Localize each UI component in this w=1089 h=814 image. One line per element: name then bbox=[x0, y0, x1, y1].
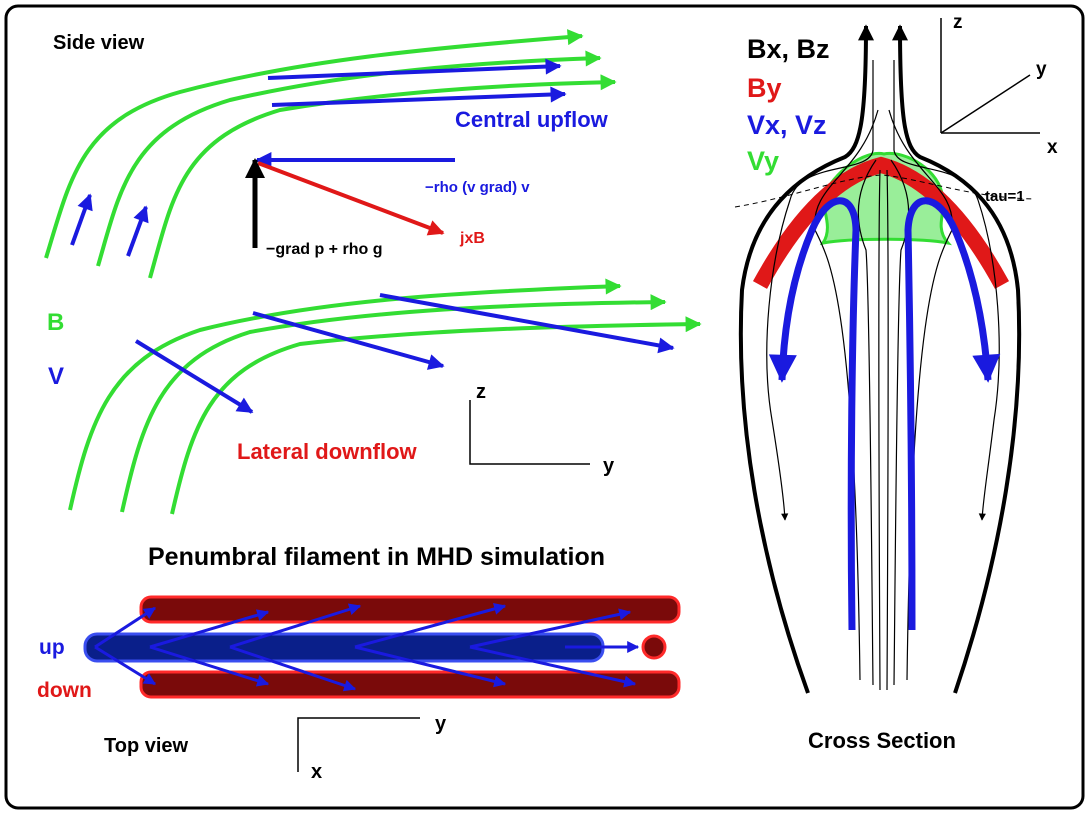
cross-axis-x-label: x bbox=[1047, 137, 1058, 158]
axes-xyz bbox=[940, 18, 1040, 134]
top-view-title: Top view bbox=[104, 735, 189, 757]
field-line bbox=[44, 29, 584, 259]
upflow-lane bbox=[83, 632, 605, 663]
cross-axis-y-label: y bbox=[1036, 59, 1047, 80]
side-view-lower bbox=[68, 278, 702, 515]
flow-arrow bbox=[469, 608, 632, 649]
axes-yx bbox=[297, 717, 420, 772]
thin-field-line bbox=[766, 60, 874, 521]
side-axis-z-label: z bbox=[476, 381, 486, 403]
flow-arrow bbox=[354, 645, 507, 688]
upflow-arrow bbox=[70, 193, 93, 246]
downflow-arrow bbox=[252, 311, 445, 370]
filament-head bbox=[641, 634, 667, 660]
cross-section-title: Cross Section bbox=[808, 728, 956, 753]
thin-field-line bbox=[890, 159, 910, 686]
vx-vz-flow bbox=[768, 197, 860, 631]
central-upflow-label: Central upflow bbox=[455, 107, 609, 132]
thin-field-line bbox=[886, 169, 889, 691]
cross-legend-by: By bbox=[747, 73, 782, 103]
flow-arrow bbox=[149, 645, 270, 687]
flow-arrow bbox=[94, 606, 157, 649]
downflow-lane-top bbox=[139, 595, 681, 624]
field-line bbox=[68, 278, 622, 511]
thin-field-line bbox=[878, 169, 881, 691]
downflow-lane-bottom bbox=[139, 670, 681, 699]
outer-frame bbox=[4, 4, 1085, 810]
cross-legend-vxvz: Vx, Vz bbox=[747, 110, 827, 140]
top-view-down-label: down bbox=[37, 679, 92, 702]
by-band bbox=[752, 156, 1010, 289]
cross-axis-z-label: z bbox=[953, 12, 963, 33]
top-view-up-label: up bbox=[39, 636, 65, 659]
thin-field-line bbox=[857, 159, 877, 686]
tau-label: tau=1 bbox=[985, 188, 1025, 205]
legend-b-label: B bbox=[47, 309, 64, 336]
lateral-downflow-label: Lateral downflow bbox=[237, 439, 418, 464]
axes-zy bbox=[469, 400, 590, 465]
main-title: Penumbral filament in MHD simulation bbox=[148, 543, 605, 571]
flow-arrow bbox=[94, 645, 157, 686]
top-axis-y-label: y bbox=[435, 713, 447, 735]
flow-arrow bbox=[354, 603, 507, 649]
force-lorentz-label: jxB bbox=[459, 230, 485, 247]
field-line bbox=[96, 50, 602, 267]
flow-arrow bbox=[469, 645, 637, 688]
force-inertial-label: −rho (v grad) v bbox=[425, 179, 530, 196]
upflow-arrow bbox=[126, 205, 149, 257]
thin-field-line bbox=[893, 60, 1000, 521]
field-line bbox=[120, 294, 667, 513]
upflow-arrow bbox=[267, 58, 562, 80]
cross-legend-vy: Vy bbox=[747, 146, 779, 176]
outer-field-line bbox=[892, 24, 1022, 694]
force-pressure-label: −grad p + rho g bbox=[266, 241, 382, 258]
legend-v-label: V bbox=[48, 363, 64, 390]
downflow-arrow bbox=[379, 293, 675, 354]
upflow-arrow bbox=[271, 86, 567, 107]
side-view-upper bbox=[44, 29, 617, 279]
side-axis-y-label: y bbox=[603, 455, 615, 477]
cross-legend-bxbz: Bx, Bz bbox=[747, 34, 830, 64]
side-view-title: Side view bbox=[53, 32, 145, 54]
field-line bbox=[170, 316, 702, 515]
flow-arrow bbox=[149, 609, 270, 649]
downflow-arrow bbox=[134, 339, 254, 414]
outer-field-line bbox=[738, 24, 874, 694]
top-view bbox=[83, 595, 681, 772]
cross-section bbox=[734, 18, 1040, 694]
flow-arrow bbox=[229, 603, 362, 649]
top-axis-x-label: x bbox=[311, 761, 322, 783]
flow-arrow bbox=[229, 645, 357, 692]
vx-vz-flow bbox=[904, 197, 1001, 631]
field-line bbox=[148, 74, 617, 279]
force-lorentz-arrow bbox=[257, 161, 445, 236]
